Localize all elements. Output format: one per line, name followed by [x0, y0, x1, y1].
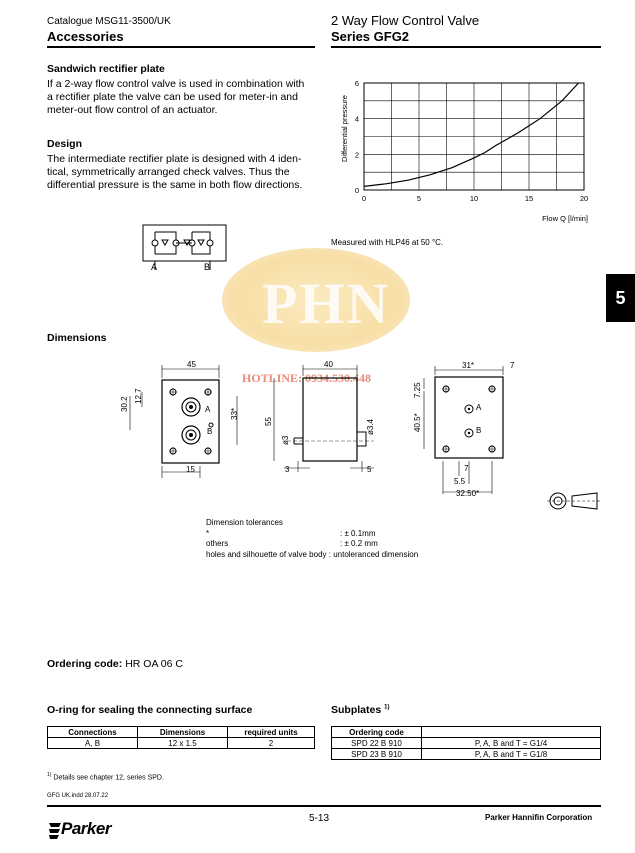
- side-d2-dim: ø3.4: [366, 418, 375, 435]
- subplates-table: Ordering code SPD 22 B 910 P, A, B and T…: [331, 726, 601, 760]
- chart-note: Measured with HLP46 at 50 °C.: [331, 238, 444, 247]
- x-tick-label: 20: [580, 194, 588, 203]
- right-width-dim: 31*: [462, 361, 475, 370]
- header-rule-left: [47, 46, 315, 48]
- y-tick-label: 2: [355, 150, 359, 159]
- series-line: [363, 82, 579, 187]
- oring-table: Connections Dimensions required units A,…: [47, 726, 315, 749]
- sandwich-heading: Sandwich rectifier plate: [47, 63, 165, 75]
- front-port-a: A: [205, 405, 211, 414]
- right-b2-dim: 5.5: [454, 477, 466, 486]
- product-title: 2 Way Flow Control Valve: [331, 13, 480, 28]
- rectifier-schematic: [142, 224, 227, 270]
- watermark-logo: [222, 248, 410, 352]
- company-name: Parker Hannifin Corporation: [485, 813, 593, 822]
- table-row: SPD 23 B 910 P, A, B and T = G1/8: [331, 748, 601, 760]
- table-row: SPD 22 B 910 P, A, B and T = G1/4: [331, 737, 601, 749]
- front-h3-dim: 33*: [230, 407, 239, 420]
- y-axis-label: Differential pressure: [340, 95, 349, 162]
- section-title: Accessories: [47, 29, 124, 44]
- table-header-row: Connections Dimensions required units: [47, 726, 315, 738]
- chapter-tab: 5: [606, 274, 635, 322]
- front-port-b: B: [207, 427, 213, 436]
- catalogue-label: Catalogue MSG11-3500/UK: [47, 16, 171, 27]
- y-tick-label: 0: [355, 186, 359, 195]
- table-header-row: Ordering code: [331, 726, 601, 738]
- front-h2-dim: 12.7: [134, 388, 143, 404]
- x-axis-label: Flow Q [l/min]: [542, 214, 588, 223]
- file-stamp: GFG UK.indd 28.07.22: [47, 793, 109, 799]
- port-b-label: B: [204, 262, 211, 272]
- footer-rule: [47, 805, 601, 807]
- parker-logo: Parker: [47, 819, 123, 841]
- sandwich-text: If a 2-way flow control valve is used in…: [47, 78, 305, 116]
- y-tick-label: 4: [355, 115, 359, 124]
- design-heading: Design: [47, 138, 83, 150]
- pressure-flow-chart: 0 5 10 15 20 0 2 4 6 Differential pressure Flow …: [340, 79, 588, 223]
- right-view-drawing: [423, 366, 504, 494]
- chart-ticks: 0 5 10 15 20 0 2 4 6: [355, 79, 588, 203]
- right-h1-dim: 7.25: [413, 382, 422, 398]
- side-view-drawing: [273, 365, 374, 472]
- front-bottom-dim: 15: [186, 465, 195, 474]
- right-port-b: B: [476, 426, 482, 435]
- projection-symbol-icon: [547, 492, 601, 510]
- side-b2-dim: 5: [367, 465, 372, 474]
- side-b1-dim: 3: [285, 465, 290, 474]
- right-port-a: A: [476, 403, 482, 412]
- front-width-dim: 45: [187, 360, 196, 369]
- x-tick-label: 0: [362, 194, 366, 203]
- front-h1-dim: 30.2: [120, 396, 129, 412]
- design-text: The intermediate rectifier plate is desi…: [47, 153, 303, 191]
- chart-grid: [363, 82, 585, 191]
- subplates-heading: Subplates 1): [331, 704, 390, 716]
- side-width-dim: 40: [324, 360, 333, 369]
- page-number: 5-13: [309, 813, 330, 824]
- footnote: 1) Details see chapter 12, series SPD.: [47, 772, 164, 782]
- side-height-dim: 55: [264, 417, 273, 426]
- x-tick-label: 15: [525, 194, 533, 203]
- right-b1-dim: 7: [464, 464, 469, 473]
- oring-heading: O-ring for sealing the connecting surfac…: [47, 704, 253, 716]
- front-view-drawing: [129, 365, 238, 478]
- side-d1-dim: ø3: [281, 435, 290, 445]
- right-r-dim: 7: [510, 361, 515, 370]
- tolerances-block: Dimension tolerances *: ± 0.1mm others: …: [206, 518, 419, 559]
- series-title: Series GFG2: [331, 29, 410, 44]
- dimensions-heading: Dimensions: [47, 332, 107, 344]
- table-row: A, B 12 x 1.5 2: [47, 737, 315, 749]
- watermark-text: PHN: [262, 271, 391, 336]
- port-a-label: A: [151, 262, 158, 272]
- header-rule-right: [331, 46, 601, 48]
- x-tick-label: 10: [470, 194, 478, 203]
- ordering-code: Ordering code: HR OA 06 C: [47, 658, 183, 670]
- tolerances-title: Dimension tolerances: [206, 518, 283, 527]
- x-tick-label: 5: [417, 194, 421, 203]
- y-tick-label: 6: [355, 79, 359, 88]
- right-h2-dim: 40.5*: [413, 413, 422, 432]
- right-b3-dim: 32.50*: [456, 489, 480, 498]
